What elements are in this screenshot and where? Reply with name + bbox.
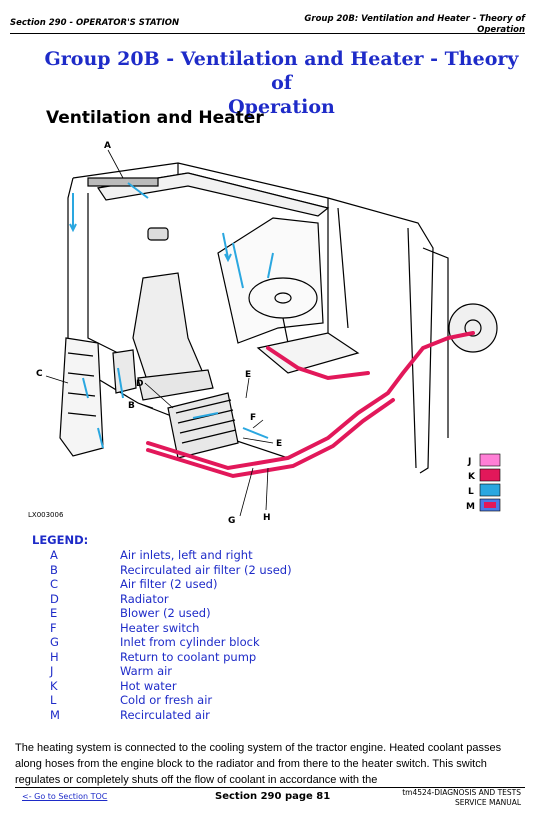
legend-item: C Air filter (2 used) xyxy=(50,577,410,592)
legend-item: J Warm air xyxy=(50,664,410,679)
callout-leaders xyxy=(45,149,274,517)
legend-key: F xyxy=(50,620,57,635)
page-title-line-1: Group 20B - Ventilation and Heater - The… xyxy=(44,48,519,94)
legend-item: M Recirculated air xyxy=(50,708,410,723)
legend-key: G xyxy=(50,635,59,649)
legend-text: Heater switch xyxy=(120,620,200,635)
section-subtitle: Ventilation and Heater xyxy=(46,108,264,128)
color-key: J K L M xyxy=(466,453,501,512)
legend-item: F Heater switch xyxy=(50,621,410,636)
page-title-line-2: Operation xyxy=(228,96,335,118)
legend-title: LEGEND: xyxy=(32,533,89,547)
legend-key: B xyxy=(50,562,58,577)
legend-text: Inlet from cylinder block xyxy=(120,635,260,649)
key-swatch-warm-air xyxy=(479,453,501,467)
manual-label-line-1: tm4524-DIAGNOSIS AND TESTS xyxy=(402,788,521,797)
legend-text: Air filter (2 used) xyxy=(120,577,218,591)
legend-item: A Air inlets, left and right xyxy=(50,548,410,563)
header-group-line-2: Operation xyxy=(477,25,525,35)
key-swatch-recirculated-inner xyxy=(484,502,496,508)
legend-key: H xyxy=(50,649,59,664)
legend-list: A Air inlets, left and right B Recirculate… xyxy=(50,548,410,722)
body-paragraph: The heating system is connected to the c… xyxy=(15,742,502,786)
manual-label-line-2: SERVICE MANUAL xyxy=(454,798,521,807)
key-letter-k: K xyxy=(468,472,476,482)
key-letter-m: M xyxy=(466,502,475,512)
legend-item: H Return to coolant pump xyxy=(50,650,410,665)
header-group-label: Group 20B: Ventilation and Heater - Theo… xyxy=(295,14,525,36)
legend-text: Cold or fresh air xyxy=(120,693,213,707)
legend-text: Hot water xyxy=(120,678,177,693)
legend-text: Recirculated air filter (2 used) xyxy=(120,562,292,577)
key-swatch-cold-air xyxy=(479,483,501,497)
cab-outline xyxy=(59,162,498,474)
legend-key: L xyxy=(50,693,57,707)
legend-key: K xyxy=(50,678,58,693)
section-toc-link[interactable]: <- Go to Section TOC xyxy=(22,792,108,801)
callout-h: H xyxy=(263,513,271,523)
legend-item: L Cold or fresh air xyxy=(50,693,410,708)
callout-g: G xyxy=(228,516,235,526)
legend-text: Blower (2 used) xyxy=(120,606,211,620)
header-divider xyxy=(10,33,525,34)
legend-item: G Inlet from cylinder block xyxy=(50,635,410,650)
hot-water-hose xyxy=(146,331,475,479)
callout-c: C xyxy=(36,369,43,379)
callout-a: A xyxy=(104,141,111,151)
callout-e-upper: E xyxy=(245,370,251,380)
legend-key: D xyxy=(50,591,59,606)
legend-key: C xyxy=(50,577,59,591)
legend-text: Air inlets, left and right xyxy=(120,548,253,562)
page-title: Group 20B - Ventilation and Heater - The… xyxy=(40,47,523,119)
callout-d: D xyxy=(136,379,143,389)
callout-e-lower: E xyxy=(276,439,282,449)
key-letter-j: J xyxy=(467,457,471,467)
legend-key: E xyxy=(50,606,58,620)
legend-item: B Recirculated air filter (2 used) xyxy=(50,563,410,578)
footer-divider xyxy=(15,787,525,788)
airflow-arrows xyxy=(69,182,274,449)
key-swatch-hot-water xyxy=(479,468,501,482)
key-letter-l: L xyxy=(468,487,474,497)
header-section-label: Section 290 - OPERATOR'S STATION xyxy=(10,18,180,28)
legend-text: Recirculated air xyxy=(120,707,210,722)
page-number-label: Section 290 page 81 xyxy=(215,791,331,802)
legend-text: Radiator xyxy=(120,591,169,606)
manual-label: tm4524-DIAGNOSIS AND TESTS SERVICE MANUA… xyxy=(402,788,521,808)
legend-item: K Hot water xyxy=(50,679,410,694)
legend-text: Return to coolant pump xyxy=(120,649,257,664)
legend-key: J xyxy=(50,664,54,678)
legend-key: A xyxy=(50,548,58,562)
legend-item: D Radiator xyxy=(50,592,410,607)
callout-labels: A B C D E E F G H xyxy=(36,141,282,526)
legend-key: M xyxy=(50,707,60,722)
header-group-line-1: Group 20B: Ventilation and Heater - Theo… xyxy=(304,14,525,24)
callout-b: B xyxy=(128,401,135,411)
legend-text: Warm air xyxy=(120,664,173,678)
legend-item: E Blower (2 used) xyxy=(50,606,410,621)
cab-ventilation-diagram: A B C D E E F G H J K L M xyxy=(36,141,501,526)
figure-id: LX003006 xyxy=(28,511,64,519)
callout-f: F xyxy=(250,413,256,423)
